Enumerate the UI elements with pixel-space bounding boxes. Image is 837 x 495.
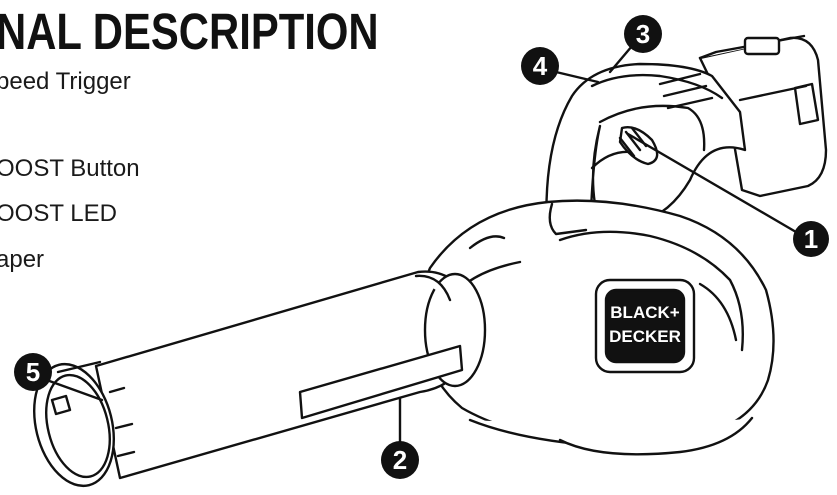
svg-text:5: 5 bbox=[26, 357, 40, 387]
page-title: NAL DESCRIPTION bbox=[0, 3, 379, 60]
svg-text:4: 4 bbox=[533, 51, 548, 81]
blower-tube bbox=[94, 270, 487, 480]
logo-line-1: BLACK+ bbox=[610, 303, 679, 322]
description-item-speed-trigger: peed Trigger bbox=[0, 68, 131, 95]
callout-4: 4 bbox=[521, 47, 559, 85]
brand-logo: BLACK+ DECKER bbox=[594, 278, 696, 374]
motor-housing: BLACK+ DECKER bbox=[418, 199, 775, 456]
callout-5: 5 bbox=[14, 353, 52, 391]
tube-tip bbox=[32, 360, 136, 488]
callout-1: 1 bbox=[793, 221, 829, 257]
callout-2: 2 bbox=[381, 441, 419, 479]
svg-text:1: 1 bbox=[804, 224, 818, 254]
svg-text:3: 3 bbox=[636, 19, 650, 49]
logo-line-2: DECKER bbox=[609, 327, 681, 346]
callout-3: 3 bbox=[624, 15, 662, 53]
svg-text:2: 2 bbox=[393, 445, 407, 475]
battery-pack bbox=[698, 34, 828, 198]
description-item-scraper: aper bbox=[0, 246, 45, 273]
description-item-boost-button: OOST Button bbox=[0, 155, 140, 182]
description-item-boost-led: OOST LED bbox=[0, 200, 117, 227]
